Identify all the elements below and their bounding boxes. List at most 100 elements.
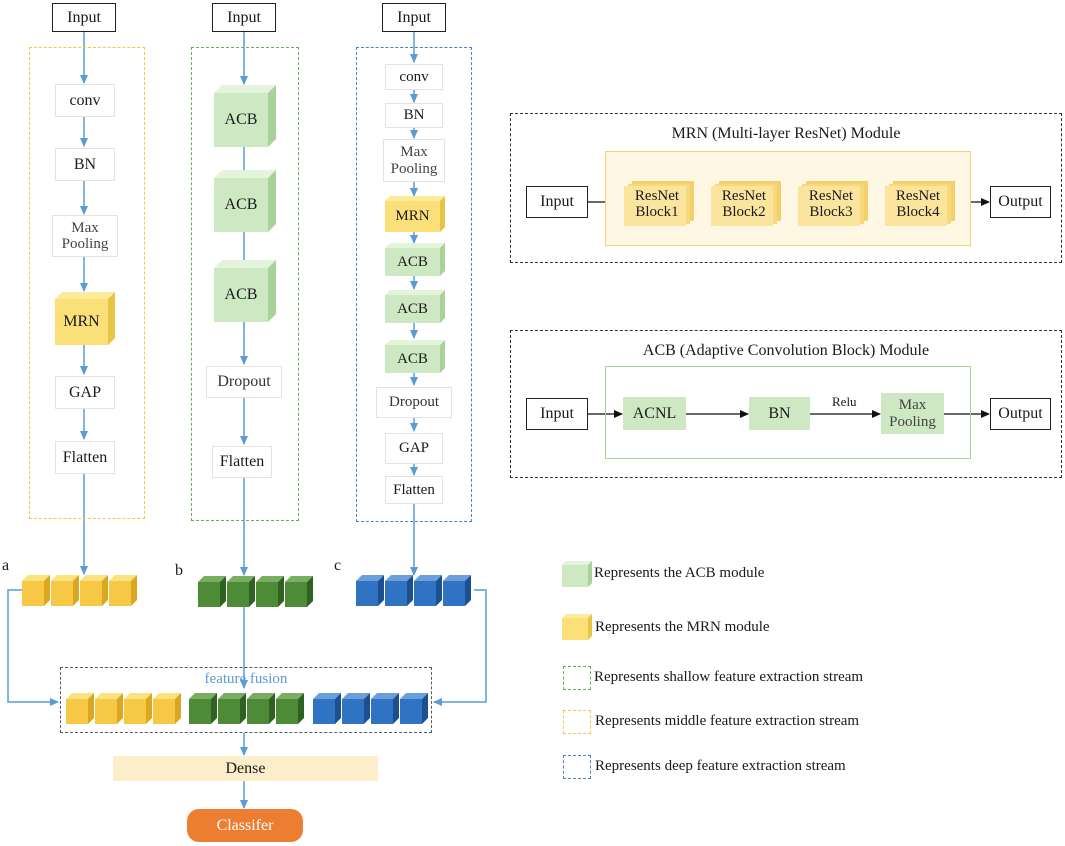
stream-c-acb-2-label: ACB (397, 300, 428, 317)
stream-c-acb-3: ACB (385, 340, 445, 373)
stream-a-mrn: MRN (55, 292, 115, 345)
stream-c-maxpooling: Max Pooling (383, 139, 445, 182)
stream-c-acb-1-label: ACB (397, 253, 428, 270)
stream-a-gap: GAP (55, 376, 115, 409)
stream-a-bn: BN (55, 148, 115, 181)
stream-a-output-features (22, 575, 138, 606)
yellow-cube-row-icon (22, 575, 137, 606)
fused-yellow-features (66, 693, 182, 724)
acb-activation-label: Relu (832, 394, 857, 409)
acb-module-input: Input (526, 398, 588, 430)
acb-cube-icon (385, 340, 445, 373)
stream-c-input: Input (382, 3, 446, 32)
acb-step-bn: BN (749, 397, 810, 430)
feature-fusion-label: feature fusion (204, 671, 288, 687)
stream-c-flatten: Flatten (385, 476, 443, 504)
resnet-block-4: ResNet Block4 (883, 181, 958, 227)
fused-green-features (189, 693, 305, 724)
acb-cube-icon (385, 290, 445, 323)
stream-c-container (356, 47, 472, 522)
fused-blue-features (313, 693, 429, 724)
green-cube-row-icon (198, 576, 313, 607)
stream-b-acb-3: ACB (214, 260, 276, 322)
stream-b-acb-2-label: ACB (224, 196, 258, 214)
acb-swatch-icon (562, 561, 592, 587)
stream-b-acb-1: ACB (214, 85, 276, 147)
resnet-block-3: ResNet Block3 (796, 181, 871, 227)
stacked-block-icon (885, 181, 955, 226)
resnet-block-1: ResNet Block1 (622, 181, 697, 227)
green-cube-row-icon (189, 693, 304, 724)
legend-middle-text: Represents middle feature extraction str… (595, 713, 860, 729)
acb-step-maxpooling: Max Pooling (881, 393, 944, 434)
stream-a-label: a (2, 557, 10, 574)
acb-step-acnl: ACNL (623, 397, 686, 430)
resnet-block-2-label: ResNet Block2 (721, 187, 767, 221)
stream-b-dropout: Dropout (206, 366, 282, 398)
resnet-block-4-label: ResNet Block4 (895, 187, 941, 221)
resnet-block-3-label: ResNet Block3 (808, 187, 854, 221)
stream-b-flatten: Flatten (212, 446, 272, 478)
stream-b-input: Input (212, 3, 276, 32)
stream-b-acb-2: ACB (214, 170, 276, 232)
blue-cube-row-icon (313, 693, 428, 724)
mrn-module-output: Output (990, 186, 1051, 218)
acb-module-title: ACB (Adaptive Convolution Block) Module (642, 342, 930, 359)
stream-a-conv: conv (55, 84, 115, 117)
stream-c-gap: GAP (385, 433, 443, 464)
legend-mrn-text: Represents the MRN module (595, 619, 770, 635)
stream-b-acb-1-label: ACB (224, 111, 258, 129)
stream-c-bn: BN (385, 103, 443, 128)
mrn-module-input: Input (526, 186, 588, 218)
stream-c-conv: conv (385, 64, 443, 90)
acb-cube-icon (385, 243, 445, 276)
blue-dashed-swatch-icon (563, 755, 591, 779)
stream-c-acb-3-label: ACB (397, 350, 428, 367)
mrn-module-title: MRN (Multi-layer ResNet) Module (671, 125, 901, 142)
stream-c-acb-2: ACB (385, 290, 445, 323)
stacked-block-icon (711, 181, 781, 226)
acb-cube-icon (214, 85, 276, 147)
stream-c-label: c (334, 557, 342, 574)
acb-module-output: Output (990, 398, 1051, 430)
legend-shallow-text: Represents shallow feature extraction st… (594, 669, 864, 685)
stream-b-container (191, 47, 299, 521)
stream-c-acb-1: ACB (385, 243, 445, 276)
stacked-block-icon (624, 181, 694, 226)
legend: Represents the ACB module Represents the… (562, 560, 1062, 790)
stream-a-container (29, 47, 145, 519)
stream-b-acb-3-label: ACB (224, 286, 258, 304)
dense-layer: Dense (113, 756, 378, 781)
resnet-block-2: ResNet Block2 (709, 181, 784, 227)
fusion-arrows (7, 589, 487, 809)
stream-a-input: Input (52, 3, 116, 32)
stream-b-output-features (198, 576, 314, 607)
stream-a-mrn-label: MRN (63, 313, 100, 331)
stream-c-dropout: Dropout (376, 387, 452, 418)
mrn-swatch-icon (562, 614, 592, 640)
legend-acb-text: Represents the ACB module (594, 565, 765, 581)
mrn-cube-icon (55, 292, 115, 345)
green-dashed-swatch-icon (563, 666, 591, 690)
acb-step-group (605, 366, 971, 459)
classifier-output: Classifer (187, 809, 303, 842)
blue-cube-row-icon (356, 575, 471, 606)
stacked-block-icon (798, 181, 868, 226)
acb-module-panel (510, 330, 1062, 478)
legend-deep-text: Represents deep feature extraction strea… (595, 758, 846, 774)
yellow-cube-row-icon (66, 693, 181, 724)
stream-a-flatten: Flatten (55, 441, 115, 474)
stream-c-output-features (356, 575, 472, 606)
mrn-cube-icon (385, 196, 445, 232)
feature-fusion-container (60, 667, 432, 733)
stream-a-maxpooling: Max Pooling (52, 215, 118, 257)
acb-cube-icon (214, 170, 276, 232)
acb-cube-icon (214, 260, 276, 322)
stream-c-mrn: MRN (385, 196, 445, 232)
mrn-module-panel (510, 113, 1062, 263)
resnet-block-1-label: ResNet Block1 (634, 187, 680, 221)
stream-b-label: b (175, 562, 183, 579)
stream-c-mrn-label: MRN (395, 208, 430, 225)
yellow-dashed-swatch-icon (563, 710, 591, 734)
